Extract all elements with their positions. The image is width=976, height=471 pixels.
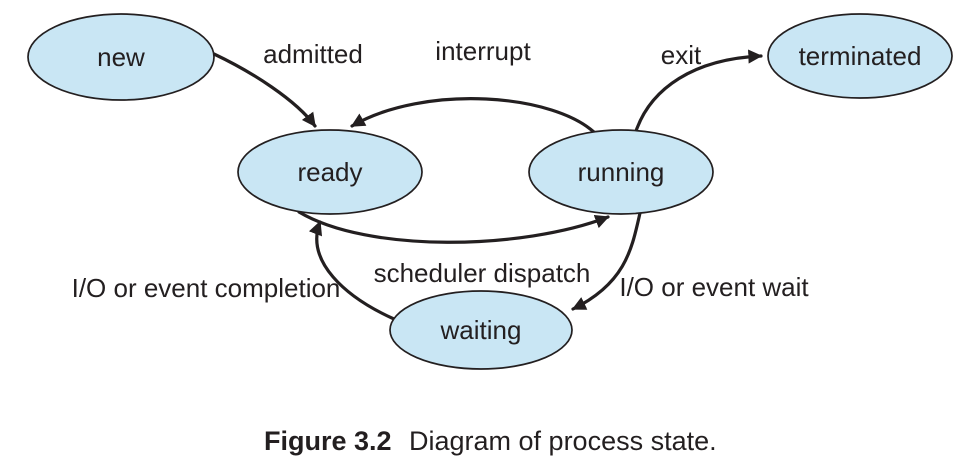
state-terminated: terminated [767,13,953,99]
state-label-waiting: waiting [440,315,522,345]
state-ellipse-waiting [389,290,573,370]
state-label-new: new [97,42,145,72]
state-ready: ready [237,129,423,215]
state-label-running: running [578,157,665,187]
transition-label-io-or-event-completion: I/O or event completion [72,273,341,303]
transition-label-admitted: admitted [263,39,363,69]
transition-label-exit: exit [661,40,702,70]
transition-label-scheduler-dispatch: scheduler dispatch [374,258,591,288]
state-ellipse-ready [237,129,423,215]
figure-caption-text: Diagram of process state. [409,426,717,456]
transition-label-interrupt: interrupt [435,36,531,66]
transition-arrow-io-or-event-wait [571,211,642,311]
transition-arrow-exit [634,49,763,133]
figure-caption: Figure 3.2 Diagram of process state. [264,426,717,456]
state-ellipse-terminated [767,13,953,99]
state-ellipse-new [27,13,215,101]
state-running: running [528,129,714,215]
state-ellipse-running [528,129,714,215]
figure-caption-label: Figure 3.2 [264,426,392,456]
state-new: new [27,13,215,101]
state-waiting: waiting [389,290,573,370]
transition-arrow-interrupt [350,97,599,137]
state-label-ready: ready [297,157,362,187]
state-label-terminated: terminated [799,41,922,71]
transition-arrow-admitted [212,52,317,128]
transition-arrow-io-or-event-completion [308,220,396,321]
transition-label-io-or-event-wait: I/O or event wait [619,272,809,302]
transition-arrow-scheduler-dispatch [297,210,610,244]
